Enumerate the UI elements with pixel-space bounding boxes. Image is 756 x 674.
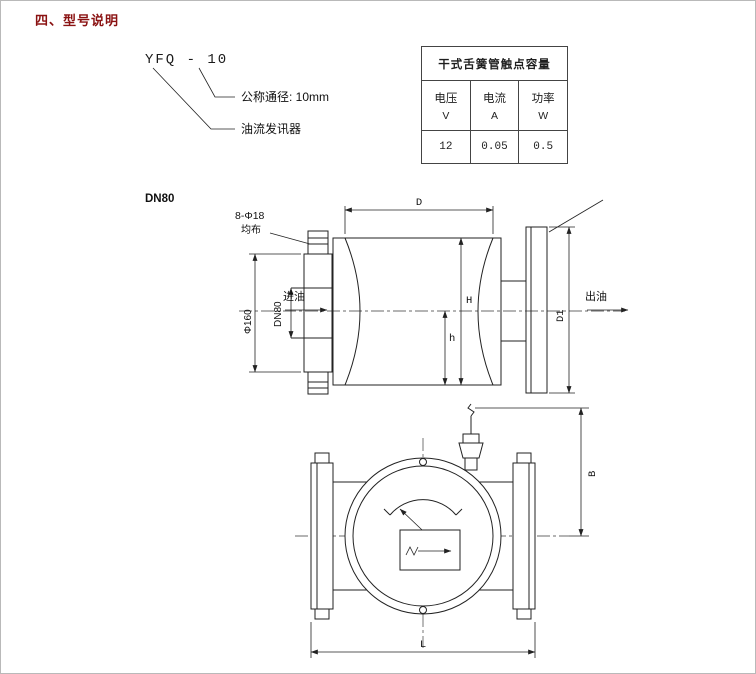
column-unit-power: W xyxy=(538,109,549,122)
value-power: 0.5 xyxy=(518,130,568,164)
dim-label-l: L xyxy=(420,639,426,651)
inlet-label: 进油 xyxy=(283,289,305,303)
dim-l xyxy=(310,622,536,658)
table-title: 干式舌簧管触点容量 xyxy=(421,46,568,81)
inlet-flange xyxy=(291,230,333,395)
callout-line-diameter xyxy=(198,67,235,98)
column-name-power: 功率 xyxy=(531,92,555,105)
technical-drawing: DN80 xyxy=(145,193,629,658)
flow-symbol xyxy=(405,546,419,556)
bolt-bottom xyxy=(307,371,329,395)
column-name-voltage: 电压 xyxy=(434,92,458,105)
column-unit-current: A xyxy=(490,109,498,122)
dim-flange-od xyxy=(249,253,301,373)
flange-hatch-top xyxy=(303,253,333,289)
bolt-top xyxy=(307,230,329,255)
callout-product-name: 油流发讯器 xyxy=(241,121,301,136)
dim-label-d1: D1 xyxy=(555,309,567,322)
dim-label-h-upper: H xyxy=(466,295,472,307)
pipe-lines xyxy=(333,481,513,591)
value-current: 0.05 xyxy=(469,130,520,164)
model-code: YFQ - 10 xyxy=(145,52,228,68)
column-unit-voltage: V xyxy=(442,109,450,122)
column-name-current: 电流 xyxy=(482,92,506,105)
column-header-current: 电流 A xyxy=(469,80,520,131)
bolt-spec-label: 8-Φ18 xyxy=(235,210,265,222)
nameplate xyxy=(399,529,461,571)
front-flange-right xyxy=(512,452,536,620)
front-view: B L xyxy=(295,403,599,658)
bezel-screw-top xyxy=(419,458,427,466)
bezel-screw-bottom xyxy=(419,606,427,614)
outlet-flange xyxy=(501,226,548,394)
dim-d1 xyxy=(549,226,575,394)
view-size-label: DN80 xyxy=(145,193,174,205)
dim-b xyxy=(475,407,589,537)
value-voltage: 12 xyxy=(421,130,471,164)
leader-bolt-spec xyxy=(269,232,311,245)
column-header-voltage: 电压 V xyxy=(421,80,471,131)
contact-capacity-table: 干式舌簧管触点容量 电压 V 电流 A 功率 W 12 0.05 xyxy=(421,46,568,164)
model-designation-diagram: YFQ - 10 公称通径: 10mm 油流发讯器 xyxy=(145,52,329,136)
callout-line-name xyxy=(152,67,235,130)
dim-label-d: D xyxy=(416,197,422,209)
flange-hatch-bottom xyxy=(303,337,333,373)
section-title: 四、型号说明 xyxy=(35,13,120,28)
body-shell xyxy=(332,237,502,386)
dim-label-h-lower: h xyxy=(449,333,455,345)
column-header-power: 功率 W xyxy=(518,80,568,131)
dim-d xyxy=(344,206,494,234)
side-view: D H h D1 Φ160 DN80 xyxy=(235,197,629,395)
terminal xyxy=(458,403,484,471)
dim-label-b: B xyxy=(587,471,599,477)
bolt-layout-label: 均布 xyxy=(241,224,261,236)
dim-label-flange-od: Φ160 xyxy=(243,309,254,334)
gauge-scale xyxy=(383,499,463,516)
outlet-label: 出油 xyxy=(585,289,607,303)
front-flange-left xyxy=(310,452,334,620)
callout-nominal-diameter: 公称通径: 10mm xyxy=(241,90,329,104)
dim-label-bore: DN80 xyxy=(273,301,284,327)
